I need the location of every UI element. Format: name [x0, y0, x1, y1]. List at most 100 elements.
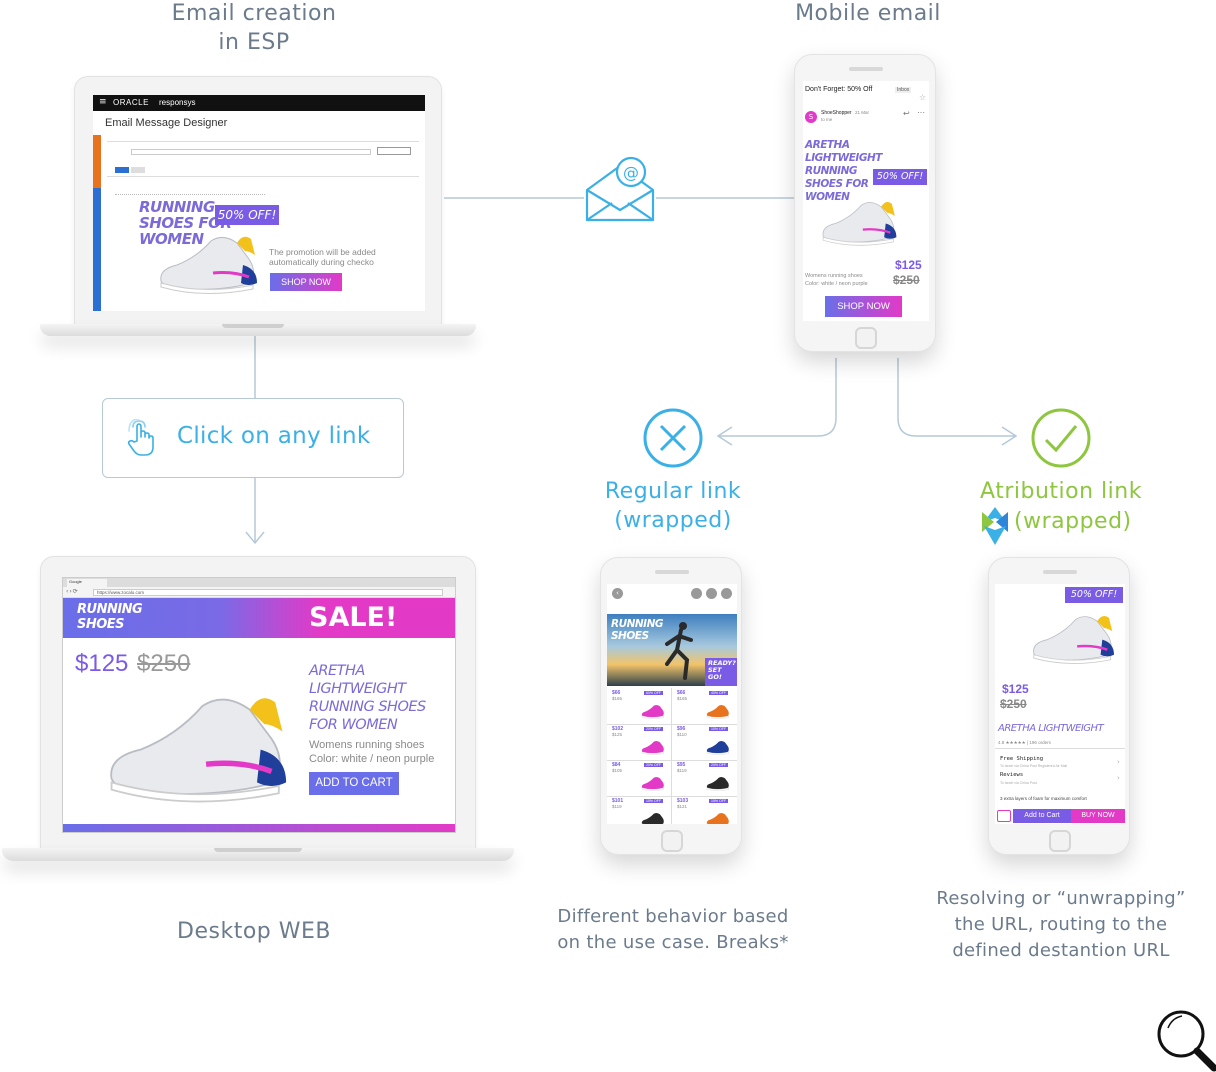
attr-reviews-chevron-icon[interactable]: › — [1117, 774, 1120, 782]
hero-tag-line1: READY? — [708, 659, 736, 667]
product-shoe-icon — [641, 740, 664, 755]
browser-url: https://www.zocalo.com — [97, 590, 145, 595]
back-icon[interactable]: ‹ — [612, 588, 623, 599]
product-discount-badge: 15% OFF — [709, 799, 728, 803]
sender-name: ShoeShopper — [821, 110, 852, 116]
browser-nav-icons[interactable]: ‹›⟳ — [66, 588, 79, 595]
web-product-desc: Womens running shoes Color: white / neon… — [309, 738, 434, 766]
attr-shipping-detail: To Israel via China Post Registered Air … — [1000, 764, 1068, 768]
esp-tab-2[interactable] — [131, 167, 145, 173]
esp-promo-line3: WOMEN — [139, 230, 204, 248]
hamburger-icon[interactable]: ≡ — [99, 97, 107, 107]
attr-reviews-detail: To Israel via China Post — [1000, 781, 1037, 785]
esp-discount-badge: 50% OFF! — [215, 205, 279, 225]
web-banner-line2: SHOES — [77, 617, 125, 632]
product-discount-badge: 20% OFF — [644, 763, 663, 767]
attribution-desc-line1: Resolving or “unwrapping” — [936, 888, 1186, 909]
web-desc-line1: Womens running shoes — [309, 739, 425, 751]
esp-subject-field[interactable] — [131, 149, 371, 155]
product-discount-badge: 20% OFF — [644, 727, 663, 731]
web-sale-heading: SALE! — [309, 602, 398, 633]
web-banner: RUNNING SHOES SALE! — [63, 598, 455, 638]
product-shoe-icon — [641, 776, 664, 791]
attr-buy-now-button[interactable]: BUY NOW — [1071, 809, 1125, 823]
check-circle-icon — [1031, 408, 1091, 468]
esp-tab-1[interactable] — [115, 167, 129, 173]
product-price-old: $125 — [612, 732, 623, 737]
attr-add-to-cart-button[interactable]: Add to Cart — [1013, 809, 1071, 823]
desktop-laptop-base — [2, 848, 514, 861]
click-any-link-box: Click on any link — [102, 398, 404, 478]
menu-icon[interactable] — [721, 588, 732, 599]
caption-attribution-link-line2: (wrapped) — [1014, 509, 1132, 534]
mobile-desc-line1: Womens running shoes — [805, 273, 863, 279]
mobile-shop-now-button[interactable]: SHOP NOW — [825, 296, 902, 317]
hero-tag-line3: GO! — [708, 673, 722, 681]
product-card[interactable]: $84$105 20% OFF — [610, 762, 670, 795]
web-title-line2: LIGHTWEIGHT — [309, 681, 406, 697]
mobile-email-phone: Don't Forget: 50% Off Inbox ☆ S ShoeShop… — [794, 54, 936, 352]
esp-note-line1: The promotion will be added — [269, 247, 376, 257]
web-product-title: ARETHA LIGHTWEIGHT RUNNING SHOES FOR WOM… — [309, 662, 426, 734]
web-footer-bar — [63, 824, 455, 832]
caption-regular-link: Regular link (wrapped) — [553, 477, 793, 535]
web-desc-line2: Color: white / neon purple — [309, 753, 435, 765]
grid-divider-h1 — [607, 724, 737, 725]
browser-url-field[interactable]: https://www.zocalo.com — [93, 589, 443, 596]
desktop-laptop-notch — [214, 848, 302, 852]
product-shoe-icon — [706, 812, 729, 824]
web-shoe-image — [110, 698, 287, 803]
browser-tab[interactable]: Google — [67, 579, 107, 587]
product-price-old: $165 — [677, 696, 688, 701]
sender-initial: S — [808, 113, 814, 121]
esp-shop-now-button[interactable]: SHOP NOW — [270, 273, 342, 291]
mobile-email-screen: Don't Forget: 50% Off Inbox ☆ S ShoeShop… — [803, 81, 929, 321]
oracle-brand: ORACLE — [113, 98, 149, 107]
more-icon[interactable]: ⋯ — [917, 108, 925, 117]
phone-home-button[interactable] — [855, 327, 877, 349]
mobile-promo-line1: ARETHA — [805, 139, 850, 151]
product-price-old: $165 — [612, 696, 623, 701]
product-shoe-icon — [706, 704, 729, 719]
phone-home-button[interactable] — [1049, 830, 1071, 852]
x-circle-icon — [643, 408, 703, 468]
hero-line2: SHOES — [611, 630, 649, 642]
phone-home-button[interactable] — [661, 830, 683, 852]
magnifier-icon — [1157, 1010, 1216, 1072]
grid-divider-v — [671, 688, 672, 824]
click-any-link-label: Click on any link — [177, 423, 371, 449]
share-icon[interactable] — [706, 588, 717, 599]
attribution-phone-screen: 50% OFF! $125 $250 ARETHA LIGHTWEIGHT 4.… — [995, 584, 1125, 824]
star-icon[interactable]: ☆ — [919, 93, 927, 102]
product-shoe-icon — [641, 704, 664, 719]
mobile-desc: Womens running shoes Color: white / neon… — [805, 272, 868, 288]
caption-email-creation-line2: in ESP — [218, 30, 290, 55]
attr-store-icon[interactable] — [997, 810, 1011, 822]
cart-icon[interactable] — [691, 588, 702, 599]
reply-icon[interactable]: ↩ — [903, 109, 910, 118]
attribution-desc-line3: defined destantion URL — [952, 940, 1170, 961]
esp-message-header-button[interactable] — [377, 147, 411, 155]
product-price-old: $119 — [612, 804, 622, 809]
product-price-old: $105 — [612, 768, 623, 773]
regular-hero: RUNNING SHOES READY? SET GO! — [607, 614, 737, 686]
attr-shipping-label: Free Shipping — [1000, 756, 1044, 762]
attribution-link-description: Resolving or “unwrapping” the URL, routi… — [906, 886, 1216, 964]
web-add-to-cart-button[interactable]: ADD TO CART — [309, 772, 399, 795]
attr-reviews-label: Reviews — [1000, 772, 1024, 778]
attr-shipping-chevron-icon[interactable]: › — [1117, 758, 1120, 766]
product-price: $84 — [612, 762, 621, 768]
inbox-tag: Inbox — [895, 87, 912, 93]
sender-avatar: S — [805, 111, 817, 123]
mobile-price-old: $250 — [893, 273, 920, 287]
attr-discount-badge: 50% OFF! — [1065, 587, 1123, 603]
